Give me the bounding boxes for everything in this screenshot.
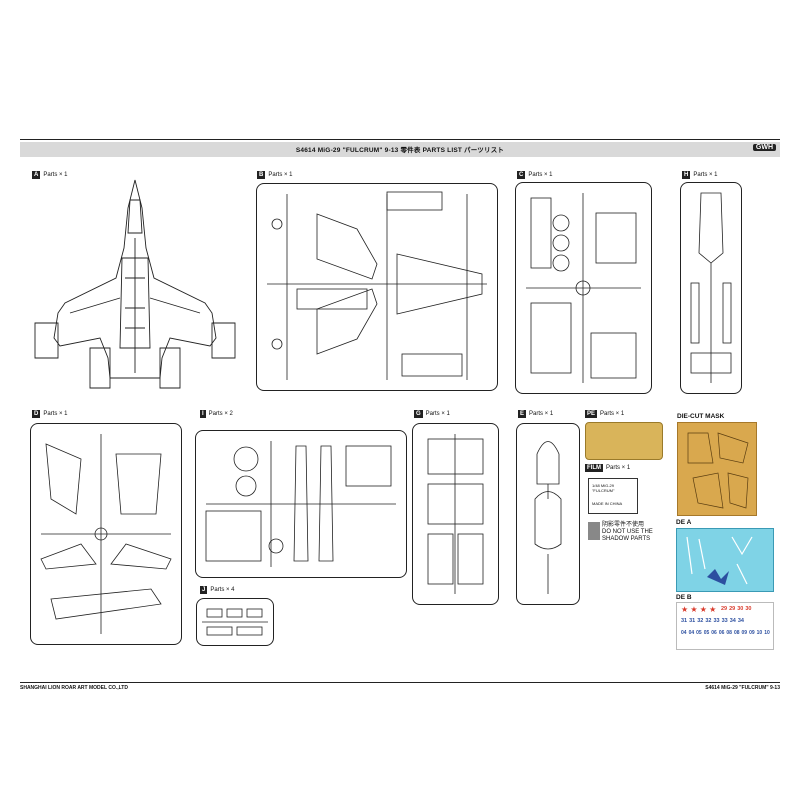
decal-number-r1-1: 29 <box>729 606 736 612</box>
decal-number-r1-2: 30 <box>737 606 744 612</box>
notice-chinese: 阴影零件不使用 <box>602 522 645 528</box>
decal-number-r2-6: 34 <box>729 618 736 624</box>
sprue-b-frame <box>256 183 498 391</box>
sprue-i-frame <box>195 430 407 578</box>
decal-number-r3-6: 08 <box>726 630 732 636</box>
brand-logo: GWH <box>752 144 776 151</box>
decal-number-r3-7: 08 <box>733 630 740 636</box>
decal-number-r2-5: 33 <box>721 618 728 624</box>
decal-number-r2-4: 33 <box>713 618 720 624</box>
decal-number-r3-9: 09 <box>749 630 755 636</box>
sprue-c-frame <box>515 182 652 394</box>
sprue-e-frame <box>516 423 580 605</box>
photo-etch-fret <box>585 422 663 460</box>
page-title: S4614 MiG-29 "FULCRUM" 9-13 零件表 PARTS LI… <box>295 147 505 154</box>
film-made-in: MADE IN CHINA <box>592 501 623 506</box>
decal-number-r2-0: 31 <box>681 618 688 624</box>
decal-number-r1-3: 30 <box>745 606 752 612</box>
footer-rule <box>20 682 780 683</box>
footer-company: SHANGHAI LION ROAR ART MODEL CO.,LTD <box>20 685 128 691</box>
sprue-h-frame <box>680 182 742 394</box>
decal-b-heading: DE B <box>676 594 692 601</box>
decal-number-r1-0: 29 <box>721 606 728 612</box>
film-title: 1/48 MiG-29 "FULCRUM" <box>592 483 615 493</box>
header-rule <box>20 139 780 140</box>
film-sheet: 1/48 MiG-29 "FULCRUM" MADE IN CHINA <box>588 478 638 514</box>
decal-number-r3-3: 05 <box>703 630 710 636</box>
decal-a-heading: DE A <box>676 519 692 526</box>
decal-number-r2-1: 31 <box>689 618 696 624</box>
sprue-g-frame <box>412 423 499 605</box>
notice-en-line2: SHADOW PARTS <box>602 536 651 542</box>
decal-number-r2-3: 32 <box>705 618 712 624</box>
die-cut-mask-heading: DIE-CUT MASK <box>677 413 725 420</box>
decal-number-r3-11: 10 <box>764 630 770 636</box>
decal-number-r3-0: 04 <box>681 630 687 636</box>
sprue-d-frame <box>30 423 182 645</box>
decal-number-r3-5: 06 <box>718 630 725 636</box>
die-cut-mask-sheet <box>677 422 757 516</box>
shadow-swatch <box>588 522 600 540</box>
red-stars: ★ ★ ★ ★ <box>681 605 717 614</box>
decal-sheet-a <box>676 528 774 592</box>
sprue-a-drawing <box>34 179 236 389</box>
decal-number-r2-7: 34 <box>737 618 744 624</box>
decal-number-r3-10: 10 <box>756 630 763 636</box>
footer-kit-title: S4614 MiG-29 "FULCRUM" 9-13 <box>705 685 780 691</box>
title-bar: S4614 MiG-29 "FULCRUM" 9-13 零件表 PARTS LI… <box>20 142 780 157</box>
decal-number-r3-2: 05 <box>696 630 702 636</box>
sprue-j-frame <box>196 598 274 646</box>
notice-en-line1: DO NOT USE THE <box>602 529 653 535</box>
decal-number-r2-2: 32 <box>697 618 704 624</box>
decal-number-r3-4: 06 <box>711 630 717 636</box>
decal-number-r3-1: 04 <box>688 630 695 636</box>
decal-number-r3-8: 09 <box>741 630 748 636</box>
